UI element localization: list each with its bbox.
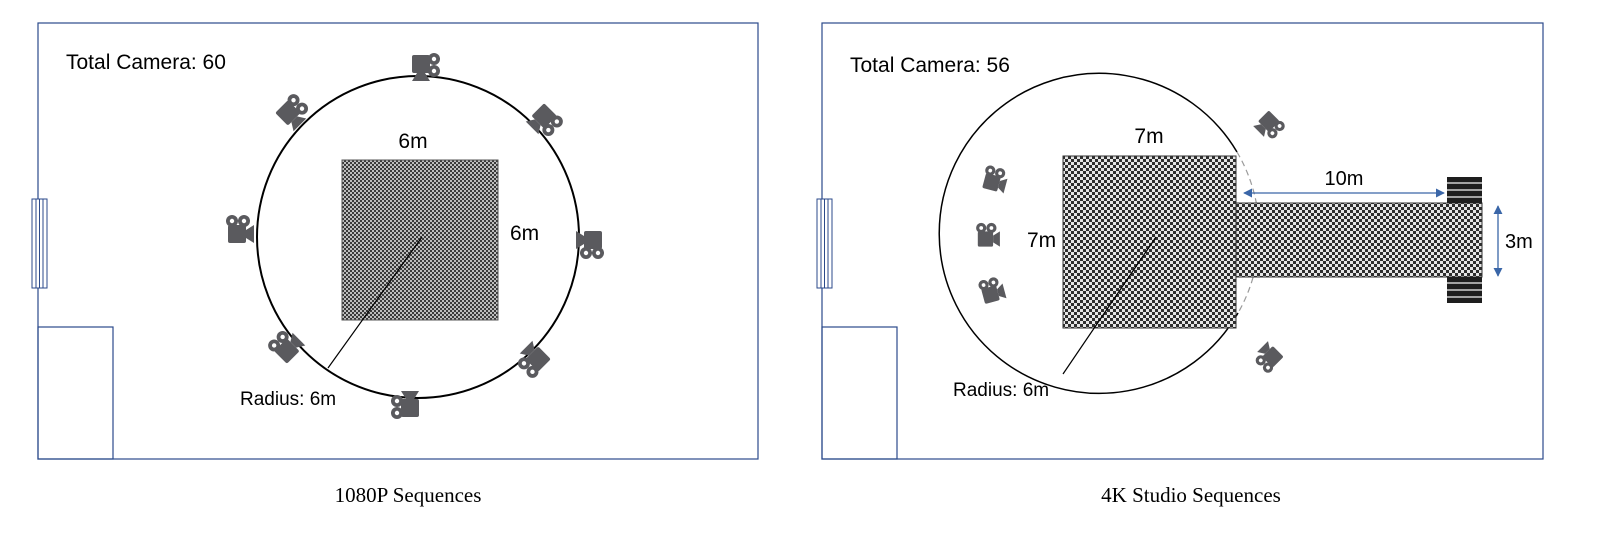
camera-ring <box>938 72 1239 395</box>
stage-width-label: 7m <box>1134 125 1163 148</box>
total-camera-label: Total Camera: 56 <box>850 54 1010 77</box>
movie-camera-icon <box>265 325 306 366</box>
runway-length-label: 10m <box>1325 168 1364 190</box>
total-camera-label: Total Camera: 60 <box>66 51 226 74</box>
stairs-icon <box>1447 177 1482 203</box>
runway <box>1235 202 1483 278</box>
movie-camera-icon <box>226 215 254 243</box>
radius-label: Radius: 6m <box>240 389 336 410</box>
left-panel: Total Camera: 60 6m 6m Radius: 6m 1080P … <box>31 22 759 507</box>
stage-depth-label: 7m <box>1027 229 1056 252</box>
door-icon <box>37 326 114 460</box>
movie-camera-icon <box>1253 109 1287 143</box>
window-icon <box>31 198 48 289</box>
movie-camera-icon <box>980 164 1010 194</box>
stairs-icon <box>1447 277 1482 303</box>
runway-width-label: 3m <box>1505 231 1533 253</box>
door-icon <box>821 326 898 460</box>
radius-line <box>1062 236 1157 375</box>
radius-line <box>327 236 423 369</box>
movie-camera-icon <box>391 391 419 419</box>
stage-width-label: 6m <box>398 130 427 153</box>
movie-camera-icon <box>977 275 1007 305</box>
stage-depth-label: 6m <box>510 222 539 245</box>
caption-4k-studio: 4K Studio Sequences <box>1101 483 1281 507</box>
movie-camera-icon <box>1251 341 1285 375</box>
movie-camera-icon <box>512 340 553 381</box>
movie-camera-icon <box>525 101 566 142</box>
stage-square <box>1062 155 1237 329</box>
movie-camera-icon <box>976 222 1000 247</box>
movie-camera-icon <box>273 91 314 132</box>
right-panel: Total Camera: 56 7m 7m 10m 3m Rad <box>816 22 1544 507</box>
window-icon <box>816 198 833 289</box>
movie-camera-icon <box>576 231 604 259</box>
caption-1080p: 1080P Sequences <box>335 483 482 507</box>
radius-label: Radius: 6m <box>953 380 1049 401</box>
